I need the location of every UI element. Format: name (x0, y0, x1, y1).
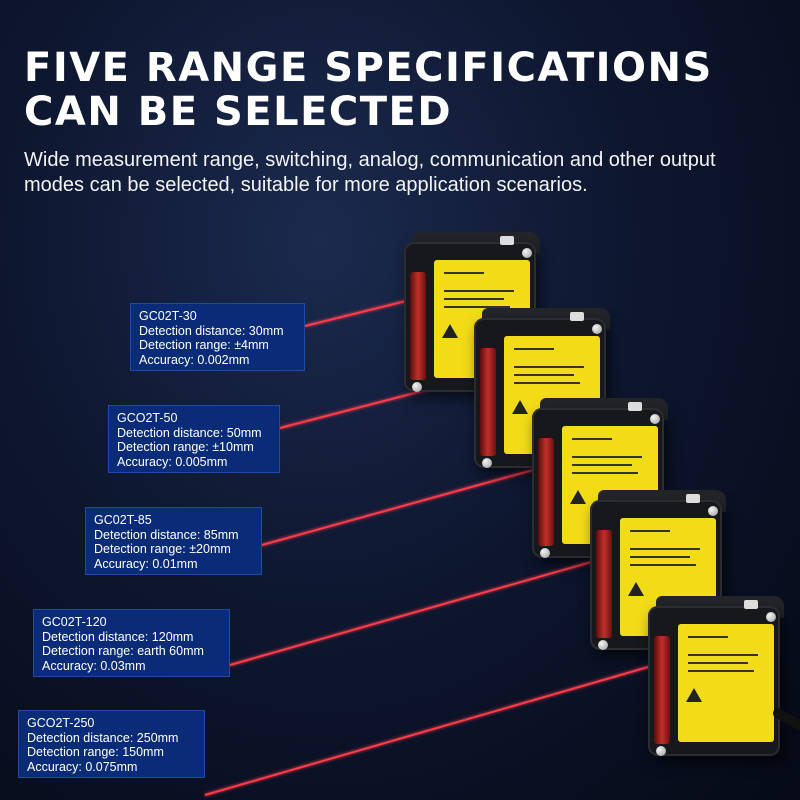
spec-distance: Detection distance: 120mm (42, 629, 194, 644)
subtitle: Wide measurement range, switching, analo… (24, 149, 716, 196)
indicator-led (570, 312, 584, 321)
laser-window (654, 636, 670, 744)
laser-warning-icon (512, 400, 528, 414)
headline: FIVE RANGE SPECIFICATIONS CAN BE SELECTE… (24, 46, 713, 134)
spec-range: Detection range: ±10mm (117, 440, 254, 454)
spec-model: GC02T-120 (42, 615, 107, 629)
indicator-led (744, 600, 758, 609)
laser-window (480, 348, 496, 456)
laser-window (596, 530, 612, 638)
spec-distance: Detection distance: 250mm (27, 730, 179, 745)
spec-card-gco2t-250: GCO2T-250 Detection distance: 250mm Dete… (18, 710, 205, 778)
spec-model: GC02T-30 (139, 309, 197, 323)
spec-card-gco2t-50: GCO2T-50 Detection distance: 50mm Detect… (108, 405, 280, 473)
spec-card-gc02t-85: GC02T-85 Detection distance: 85mm Detect… (85, 507, 262, 575)
spec-range: Detection range: ±20mm (94, 542, 231, 556)
spec-model: GCO2T-50 (117, 411, 178, 425)
laser-warning-icon (628, 582, 644, 596)
headline-line-2: CAN BE SELECTED (24, 89, 453, 135)
spec-distance: Detection distance: 85mm (94, 527, 239, 542)
indicator-led (628, 402, 642, 411)
laser-warning-icon (686, 688, 702, 702)
spec-accuracy: Accuracy: 0.01mm (94, 556, 198, 571)
laser-warning-icon (442, 324, 458, 338)
spec-card-gc02t-120: GC02T-120 Detection distance: 120mm Dete… (33, 609, 230, 677)
sensor-label (678, 624, 774, 742)
laser-window (538, 438, 554, 546)
spec-range: Detection range: ±4mm (139, 338, 269, 352)
spec-accuracy: Accuracy: 0.005mm (117, 454, 228, 469)
spec-range: Detection range: earth 60mm (42, 644, 204, 658)
spec-accuracy: Accuracy: 0.075mm (27, 759, 138, 774)
spec-range: Detection range: 150mm (27, 745, 164, 759)
indicator-led (500, 236, 514, 245)
laser-beam-1 (304, 299, 411, 327)
spec-card-gc02t-30: GC02T-30 Detection distance: 30mm Detect… (130, 303, 305, 371)
laser-warning-icon (570, 490, 586, 504)
spec-accuracy: Accuracy: 0.03mm (42, 658, 146, 673)
spec-model: GCO2T-250 (27, 716, 95, 730)
laser-beam-5 (204, 664, 656, 796)
spec-model: GC02T-85 (94, 513, 152, 527)
sensor-gco2t-250 (648, 596, 786, 756)
laser-beam-4 (229, 559, 599, 666)
indicator-led (686, 494, 700, 503)
headline-line-1: FIVE RANGE SPECIFICATIONS (24, 45, 713, 91)
spec-accuracy: Accuracy: 0.002mm (139, 352, 250, 367)
laser-window (410, 272, 426, 380)
laser-beam-3 (261, 467, 541, 546)
spec-distance: Detection distance: 50mm (117, 425, 262, 440)
spec-distance: Detection distance: 30mm (139, 323, 284, 338)
